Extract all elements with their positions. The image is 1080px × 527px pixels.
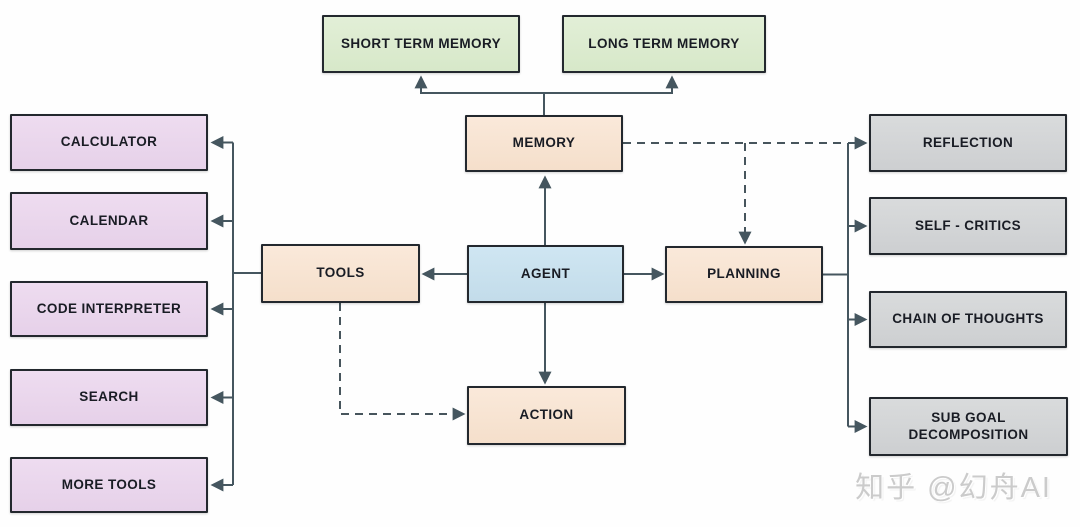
node-long-term-memory: LONG TERM MEMORY	[562, 15, 766, 73]
edge-tools-to-action-dashed	[339, 303, 466, 421]
node-action: ACTION	[467, 386, 626, 445]
node-sub-goal-decomposition: SUB GOAL DECOMPOSITION	[869, 397, 1068, 456]
node-planning: PLANNING	[665, 246, 823, 303]
dashed-connectors	[339, 142, 846, 421]
node-memory: MEMORY	[465, 115, 623, 172]
node-calendar: CALENDAR	[10, 192, 208, 250]
node-self-critics: SELF - CRITICS	[869, 197, 1067, 255]
solid-connectors	[210, 75, 868, 492]
node-search: SEARCH	[10, 369, 208, 426]
node-reflection: REFLECTION	[869, 114, 1067, 172]
node-tools: TOOLS	[261, 244, 420, 303]
node-short-term-memory: SHORT TERM MEMORY	[322, 15, 520, 73]
watermark-zhihu: 知乎 @幻舟AI	[855, 472, 1052, 504]
node-calculator: CALCULATOR	[10, 114, 208, 171]
node-more-tools: MORE TOOLS	[10, 457, 208, 513]
node-code-interpreter: CODE INTERPRETER	[10, 281, 208, 337]
node-chain-of-thoughts: CHAIN OF THOUGHTS	[869, 291, 1067, 348]
node-agent: AGENT	[467, 245, 624, 303]
